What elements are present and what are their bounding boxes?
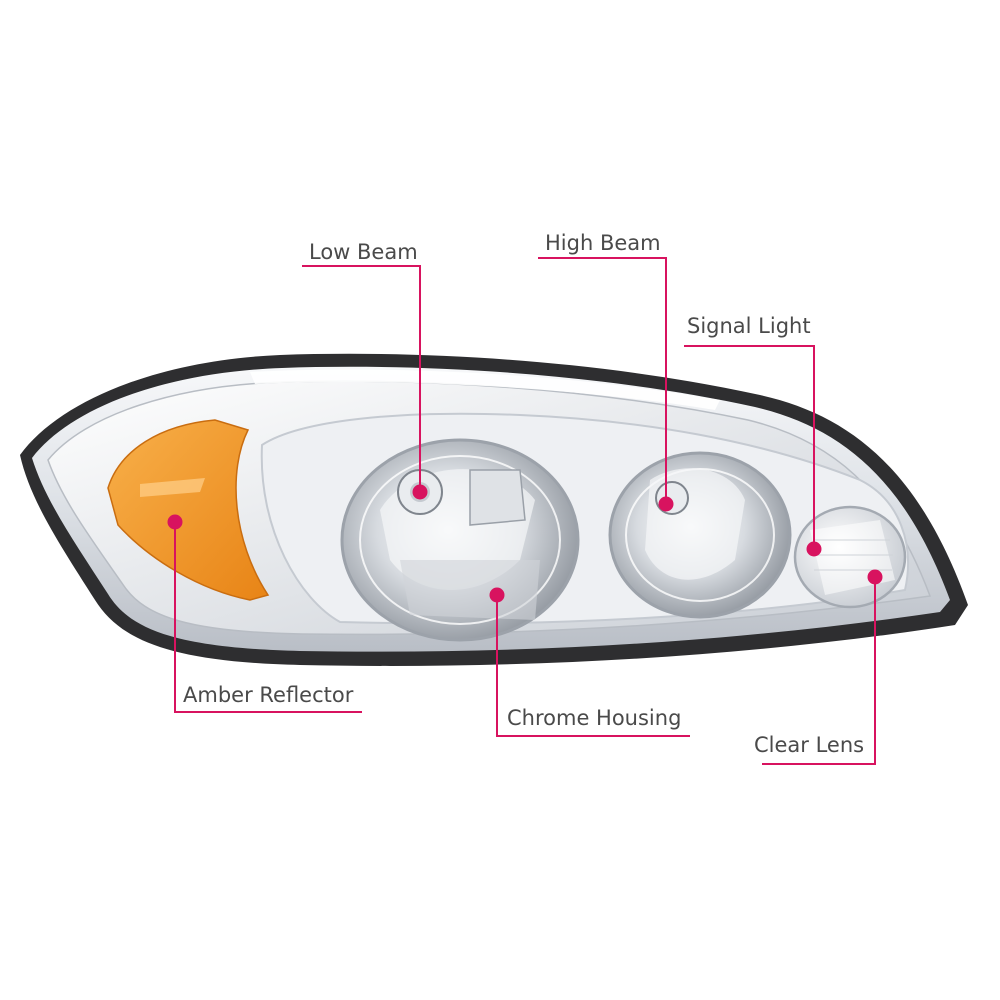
label-signal-light: Signal Light [687, 314, 811, 338]
leader-lines [174, 257, 876, 765]
label-clear-lens: Clear Lens [754, 733, 865, 757]
label-chrome-housing: Chrome Housing [507, 706, 682, 730]
leader-line-high-beam [538, 257, 667, 500]
callout-dot-clear-lens [867, 569, 883, 585]
leader-line-clear-lens [762, 576, 876, 765]
callout-dot-signal-light [806, 541, 822, 557]
callout-dot-low-beam [412, 484, 428, 500]
top-reflection [250, 369, 720, 410]
amber-reflector-shape [107, 419, 270, 601]
label-low-beam: Low Beam [309, 240, 418, 264]
leader-line-low-beam [302, 265, 421, 488]
callout-dot-high-beam [658, 496, 674, 512]
leader-line-signal-light [684, 345, 815, 548]
label-high-beam: High Beam [545, 231, 661, 255]
callout-dot-chrome-housing [489, 587, 505, 603]
leader-line-amber-reflector [174, 522, 362, 713]
label-amber-reflector: Amber Reflector [183, 683, 354, 707]
callout-dot-amber-reflector [167, 514, 183, 530]
leader-line-chrome-housing [496, 595, 690, 737]
